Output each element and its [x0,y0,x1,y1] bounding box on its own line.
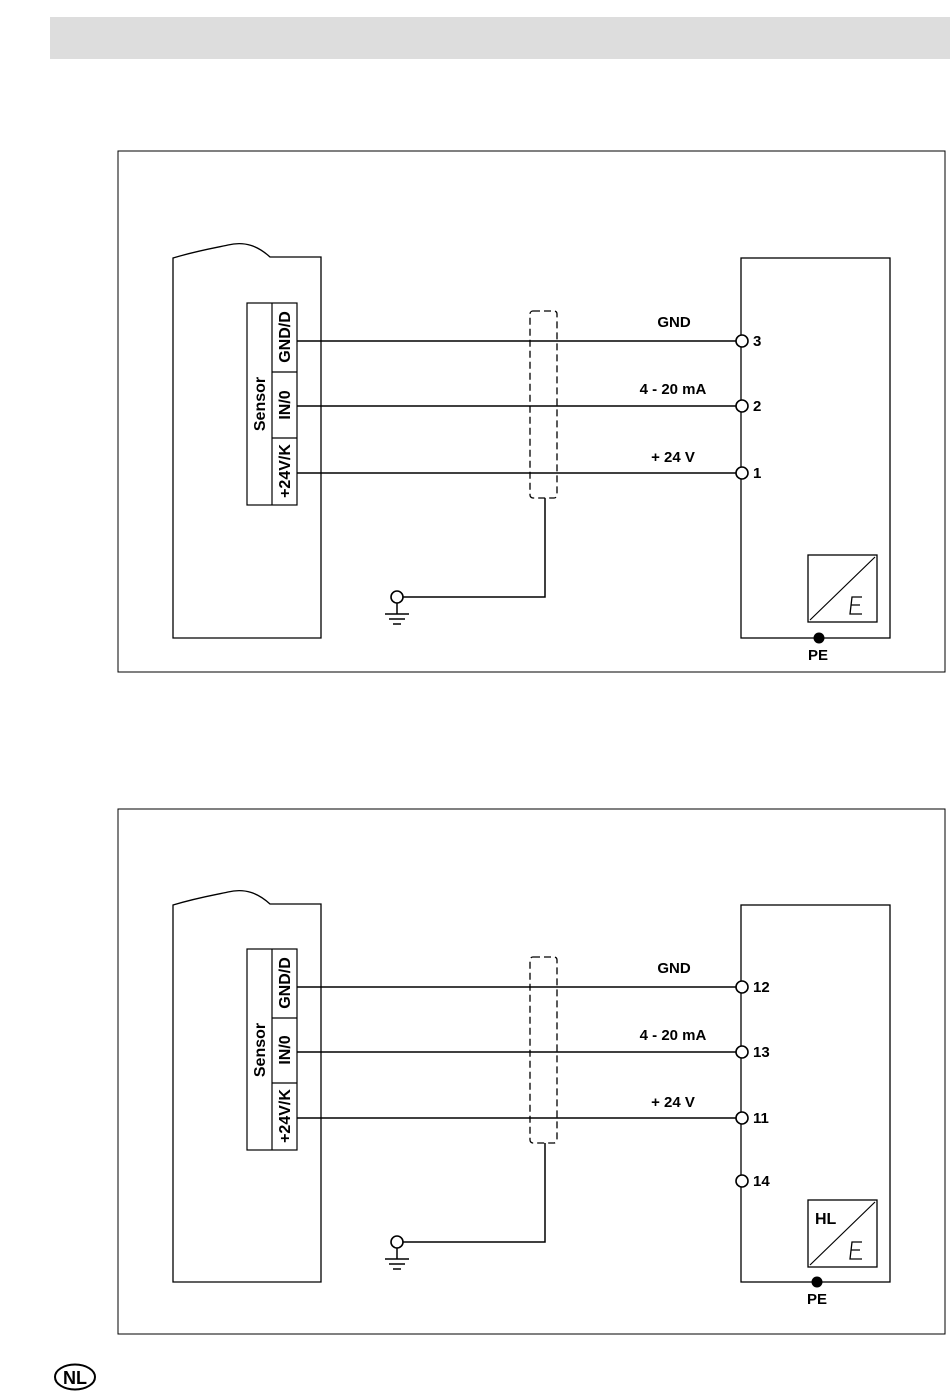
sensor-pin-in: IN/0 [277,390,294,419]
converter-symbol-icon: HL [808,1200,877,1267]
terminal-number: 11 [753,1110,769,1127]
sensor-terminal-strip: Sensor GND/D IN/0 +24V/K [247,949,297,1150]
terminal-circle [736,400,748,412]
sensor-pin-in: IN/0 [277,1035,294,1064]
sensor-pin-gnd: GND/D [277,311,294,363]
wire-label-gnd: GND [657,314,691,331]
terminal-number: 2 [753,398,761,415]
terminal-circle [736,467,748,479]
terminal-circle [736,1175,748,1187]
pe-terminal-icon [812,1277,823,1288]
ground-icon [385,1236,409,1269]
converter-symbol-icon [808,555,877,622]
terminal-number: 1 [753,465,761,482]
cable-shield [530,311,557,498]
wire-label-gnd: GND [657,960,691,977]
terminal-number: 14 [753,1173,770,1190]
sensor-pin-gnd: GND/D [277,957,294,1009]
wire-label-24v: + 24 V [651,1094,695,1111]
terminal-number: 12 [753,979,770,996]
shield-ground-wire [403,498,545,597]
shield-ground-wire [403,1143,545,1242]
wire-label-24v: + 24 V [651,449,695,466]
sensor-title: Sensor [252,1023,269,1077]
wiring-diagram-1: Sensor GND/D IN/0 +24V/K GND 4 - 20 mA +… [118,151,945,672]
wire-label-signal: 4 - 20 mA [640,1027,707,1044]
terminal-circle [736,981,748,993]
wiring-diagram-2: Sensor GND/D IN/0 +24V/K GND 4 - 20 mA +… [118,809,945,1334]
sensor-terminal-strip: Sensor GND/D IN/0 +24V/K [247,303,297,505]
sensor-title: Sensor [252,377,269,431]
sensor-pin-24v: +24V/K [277,1089,294,1143]
terminal-circle [736,335,748,347]
language-badge: NL [55,1365,95,1390]
language-badge-text: NL [63,1368,87,1388]
sensor-pin-24v: +24V/K [277,444,294,498]
pe-label: PE [807,1291,827,1308]
wire-label-signal: 4 - 20 mA [640,381,707,398]
pe-terminal-icon [814,633,825,644]
terminal-circle [736,1112,748,1124]
pe-label: PE [808,647,828,664]
cable-shield [530,957,557,1143]
terminal-number: 13 [753,1044,770,1061]
module-badge: HL [815,1211,837,1228]
ground-icon [385,591,409,624]
terminal-number: 3 [753,333,761,350]
terminal-circle [736,1046,748,1058]
